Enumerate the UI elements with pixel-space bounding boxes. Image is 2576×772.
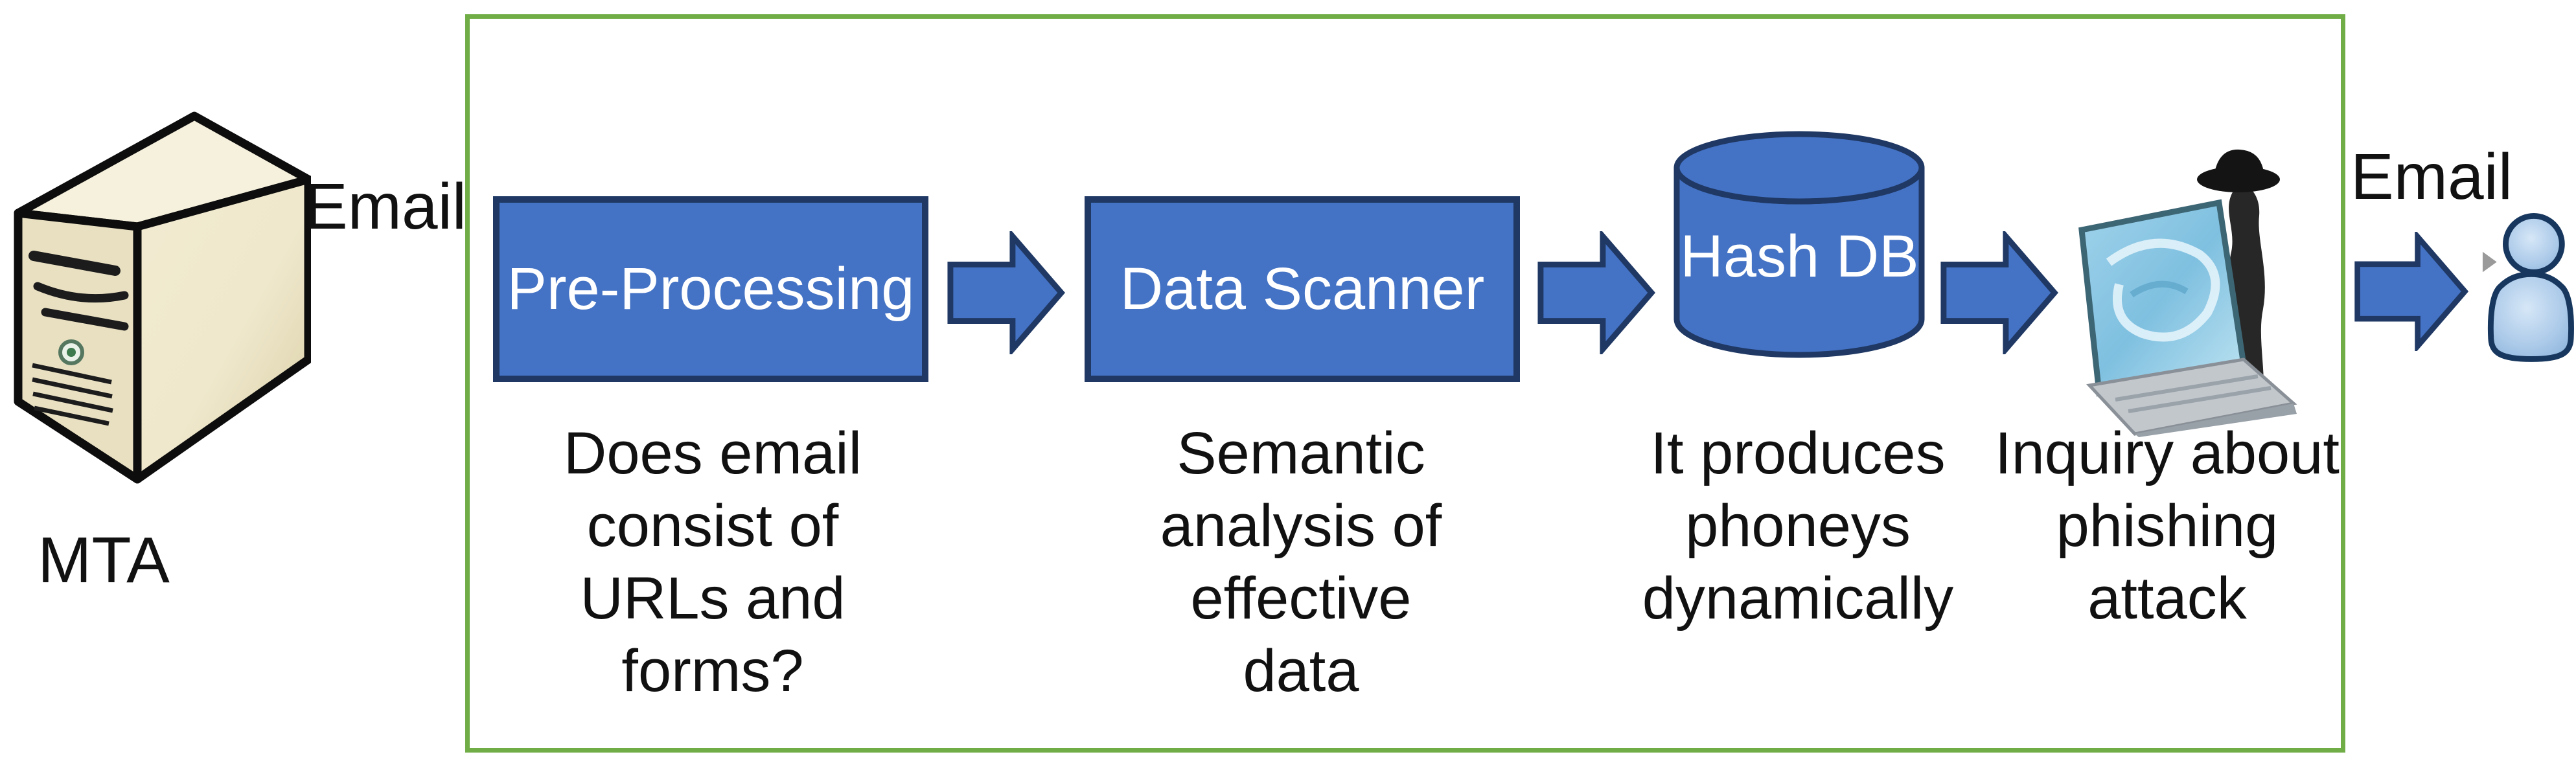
recipient-person-icon xyxy=(2482,213,2574,362)
laptop-hacker-icon xyxy=(2078,149,2297,437)
mta-server-icon xyxy=(14,111,311,484)
email-out-label: Email xyxy=(2350,141,2513,213)
pre-processing-box: Pre-Processing xyxy=(493,196,928,382)
chevron-right-icon xyxy=(2482,251,2497,273)
data-scanner-box: Data Scanner xyxy=(1085,196,1520,382)
pre-processing-caption: Does email consist of URLs and forms? xyxy=(563,420,862,704)
flow-arrow-icon xyxy=(1940,231,2058,354)
data-scanner-label: Data Scanner xyxy=(1120,256,1485,322)
hash-db-label: Hash DB xyxy=(1680,223,1919,290)
flow-arrow-icon xyxy=(2354,232,2469,351)
flow-arrow-icon xyxy=(947,231,1065,354)
hash-db-cylinder xyxy=(1673,131,1925,358)
data-scanner-caption: Semantic analysis of effective data xyxy=(1160,420,1442,704)
hash-db-caption: It produces phoneys dynamically xyxy=(1642,420,1954,631)
mta-label: MTA xyxy=(38,524,170,596)
pipeline-frame xyxy=(465,14,2345,753)
email-in-label: Email xyxy=(304,170,467,243)
flow-arrow-icon xyxy=(1537,231,1655,354)
pre-processing-label: Pre-Processing xyxy=(507,256,915,322)
inquiry-caption: Inquiry about phishing attack xyxy=(1995,420,2340,631)
